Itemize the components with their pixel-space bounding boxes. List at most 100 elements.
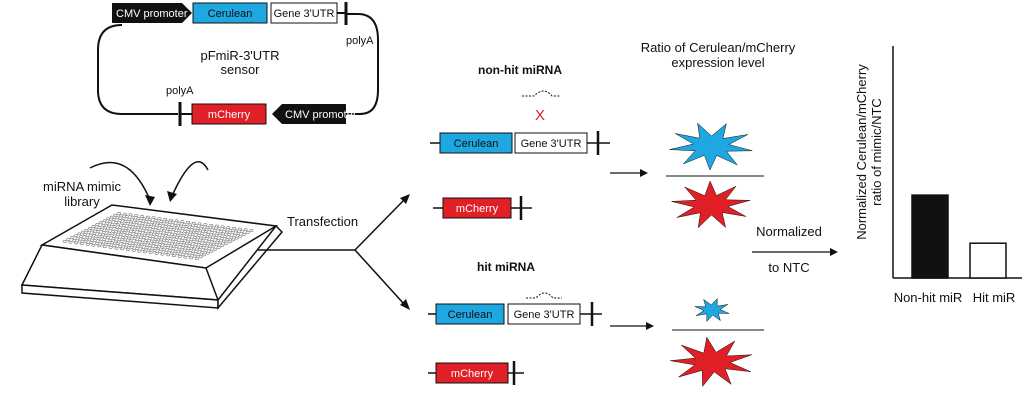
hit-utr-label: Gene 3'UTR — [514, 309, 575, 321]
plate-well — [91, 225, 96, 228]
plate-well — [165, 227, 170, 231]
plate-well — [213, 229, 218, 232]
plate-well — [205, 244, 210, 248]
plate-well — [138, 245, 143, 249]
plate-well — [131, 249, 136, 252]
plate-well — [172, 242, 177, 246]
plate-well — [119, 221, 124, 225]
plate-well — [175, 252, 180, 256]
plate-well — [177, 229, 182, 232]
block-x-mark: X — [535, 107, 545, 124]
curved-arrow-left — [89, 161, 151, 201]
plate-well — [105, 229, 110, 232]
plate-well — [200, 232, 205, 235]
plate-well — [160, 252, 165, 256]
plate-wells — [62, 211, 254, 261]
non-hit-cerulean-label: Cerulean — [454, 138, 499, 150]
plate-well — [185, 239, 190, 243]
plasmid-name-line2: sensor — [220, 62, 260, 77]
plate-well — [157, 217, 162, 220]
mcherry-gene-bottom — [191, 103, 267, 125]
cmv-promoter-bottom — [272, 104, 346, 124]
plate-well — [190, 233, 195, 237]
plate-well — [186, 228, 191, 231]
plate-well — [214, 224, 219, 228]
plate-well — [116, 230, 121, 234]
plate-well — [171, 247, 176, 250]
plate-well — [167, 230, 172, 234]
plate-well — [203, 223, 208, 226]
plate-well — [173, 249, 178, 253]
plate-well — [132, 218, 137, 222]
plate-well — [145, 234, 150, 238]
plate-well — [208, 235, 213, 239]
plate-well — [183, 229, 188, 233]
plate-well — [143, 231, 148, 235]
plate-well — [111, 237, 116, 240]
well-plate — [20, 204, 284, 311]
plate-well — [89, 241, 94, 244]
plate-well — [147, 237, 152, 240]
plate-well — [213, 236, 218, 240]
plate-well — [135, 228, 140, 232]
plate-well — [229, 235, 234, 239]
plate-well — [136, 216, 141, 220]
plate-well — [175, 226, 180, 230]
plate-well — [151, 216, 156, 220]
plate-well — [231, 238, 236, 242]
plate-well — [184, 225, 189, 229]
plate-well — [159, 238, 164, 242]
plate-well — [170, 221, 175, 225]
plate-well — [224, 230, 229, 234]
plate-well — [156, 228, 161, 232]
plate-well — [134, 221, 139, 225]
plate-well — [210, 245, 215, 249]
plate-well — [119, 240, 124, 244]
plate-well — [161, 222, 166, 226]
plate-well — [180, 227, 185, 231]
plate-well — [119, 214, 124, 218]
plate-well — [163, 225, 168, 228]
plate-well — [216, 227, 221, 231]
plate-well — [101, 223, 106, 227]
plate-well — [214, 243, 219, 247]
plate-well — [88, 226, 93, 230]
plate-well — [227, 240, 232, 244]
plate-well — [154, 244, 159, 248]
plate-well — [80, 230, 85, 234]
plate-well — [174, 238, 179, 241]
category-label-non-hit: Non-hit miR — [894, 290, 963, 305]
plate-well — [189, 237, 194, 241]
plate-well — [205, 225, 210, 229]
plate-well — [212, 240, 217, 244]
cerulean-gene-top — [192, 2, 268, 24]
plate-well — [203, 249, 208, 252]
plate-well — [159, 219, 164, 223]
hit-cerulean-label: Cerulean — [448, 309, 493, 321]
plate-well — [137, 223, 142, 227]
plate-well — [100, 235, 105, 239]
plate-well — [208, 242, 213, 246]
plate-well — [164, 239, 169, 243]
plate-well — [149, 239, 154, 243]
plate-well — [118, 233, 123, 237]
plate-well — [143, 250, 148, 254]
plate-well — [197, 248, 202, 252]
plate-well — [193, 224, 198, 228]
plate-well — [136, 242, 141, 246]
plate-well — [110, 241, 115, 245]
plate-well — [165, 220, 170, 224]
plate-well — [144, 227, 149, 231]
plate-well — [190, 252, 195, 255]
plate-well — [230, 231, 235, 235]
plate-well — [138, 238, 143, 241]
plate-well — [111, 218, 116, 222]
plate-well — [142, 224, 147, 228]
non-hit-cerulean — [439, 132, 513, 154]
library-label-line2: library — [64, 194, 100, 209]
mcherry-bottom-label: mCherry — [208, 109, 251, 121]
plate-well — [146, 222, 151, 226]
plate-well — [102, 245, 107, 249]
plate-well — [178, 224, 183, 228]
plate-well — [130, 234, 135, 238]
